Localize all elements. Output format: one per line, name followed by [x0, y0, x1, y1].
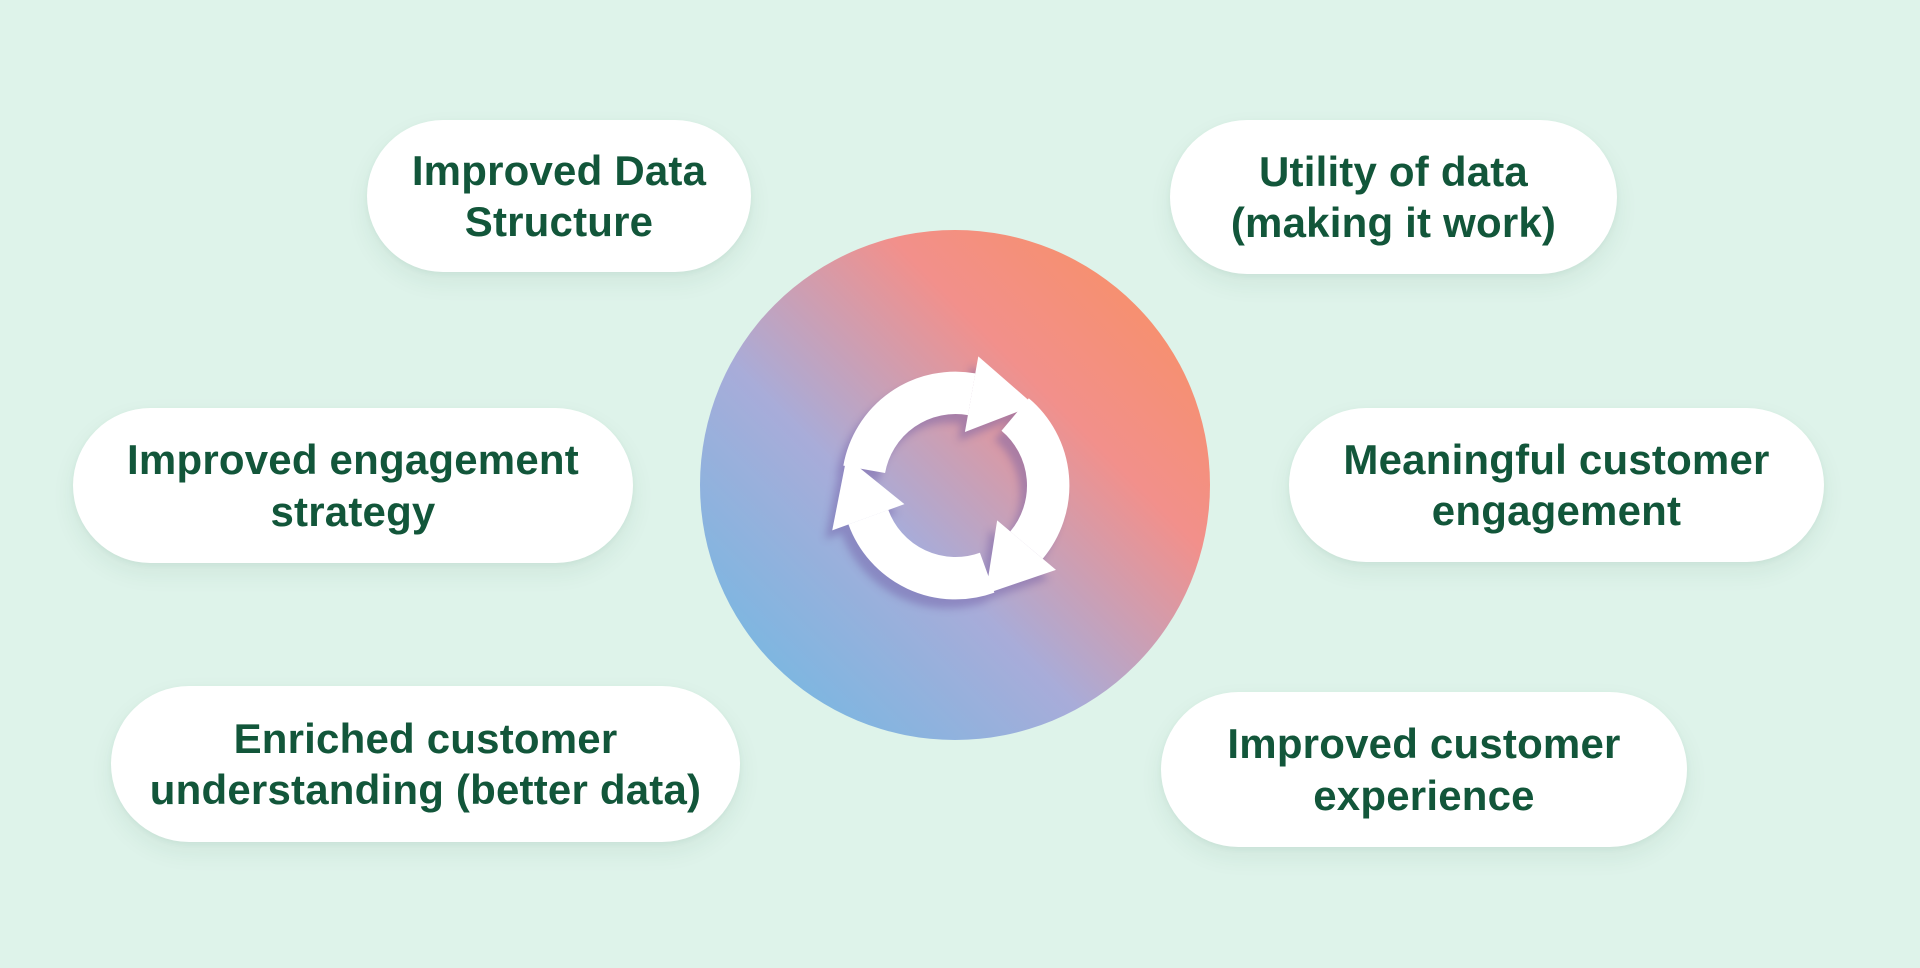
pill-enriched-customer-understanding: Enriched customer understanding (better … [111, 686, 740, 842]
gradient-cycle-circle [700, 230, 1210, 740]
pill-improved-engagement-strategy: Improved engagement strategy [73, 408, 633, 563]
pill-label: Improved engagement strategy [127, 436, 579, 535]
pill-meaningful-customer-engagement: Meaningful customer engagement [1289, 408, 1824, 562]
cycle-arrows-icon [823, 355, 1088, 618]
pill-improved-data-structure: Improved Data Structure [367, 120, 751, 272]
pill-label: Utility of data (making it work) [1230, 147, 1557, 246]
pill-improved-customer-experience: Improved customer experience [1161, 692, 1687, 847]
pill-label: Improved customer experience [1227, 720, 1621, 819]
pill-label: Enriched customer understanding (better … [149, 714, 702, 813]
pill-label: Improved Data Structure [411, 146, 707, 245]
pill-label: Meaningful customer engagement [1343, 435, 1770, 534]
pill-utility-of-data: Utility of data (making it work) [1170, 120, 1617, 274]
